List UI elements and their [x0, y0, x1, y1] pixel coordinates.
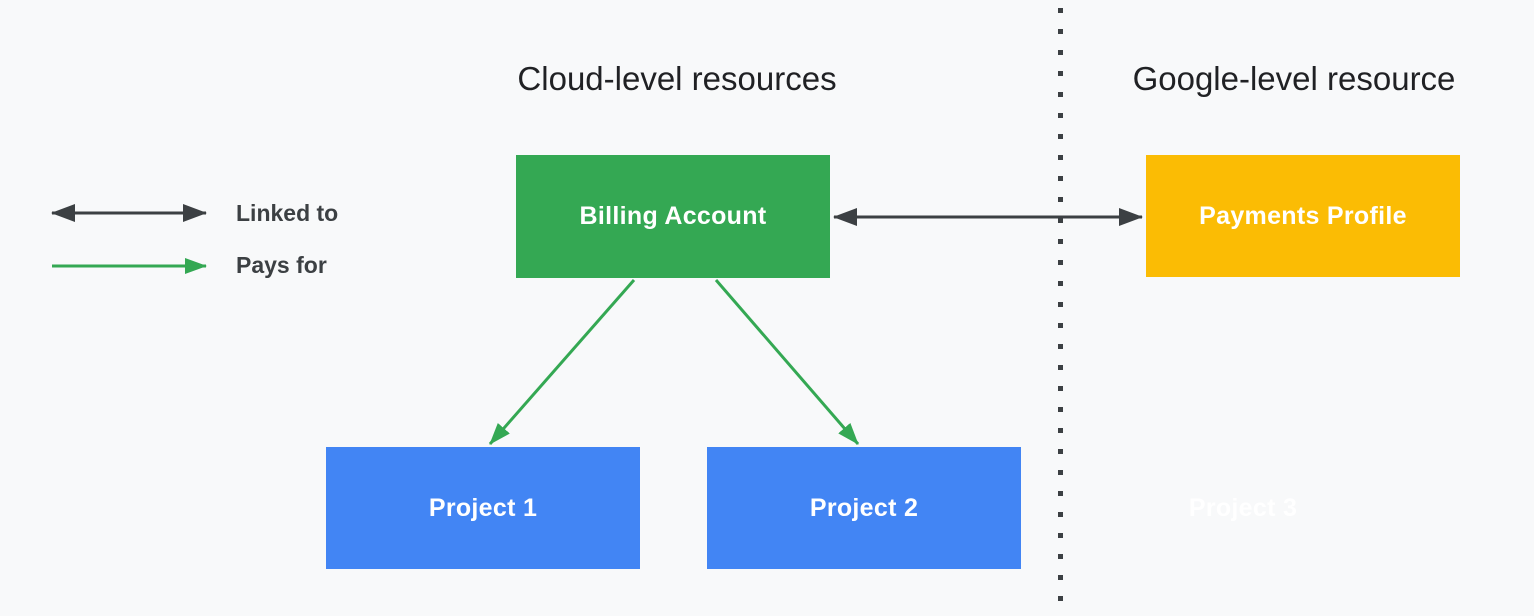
legend-label-linked-to: Linked to [236, 200, 339, 226]
section-divider-dotted-line [1058, 8, 1063, 616]
node-project-2: Project 2 [707, 447, 1021, 569]
node-project-3-ghost: Project 3 [1086, 447, 1400, 569]
node-project-2-label: Project 2 [809, 493, 919, 522]
cloud-level-section-title: Cloud-level resources [517, 60, 837, 97]
legend-label-pays-for: Pays for [236, 252, 327, 278]
node-project-1-label: Project 1 [428, 493, 538, 522]
node-project-1: Project 1 [326, 447, 640, 569]
node-billing-account: Billing Account [516, 155, 830, 278]
google-level-section-title: Google-level resource [1132, 60, 1456, 97]
node-project-3-label: Project 3 [1188, 493, 1298, 522]
edge-billing-pays-for-project-1 [488, 279, 636, 445]
node-payments-profile: Payments Profile [1146, 155, 1460, 277]
edge-billing-pays-for-project-2 [714, 279, 860, 445]
node-payments-profile-label: Payments Profile [1199, 201, 1407, 230]
node-billing-account-label: Billing Account [579, 202, 767, 230]
